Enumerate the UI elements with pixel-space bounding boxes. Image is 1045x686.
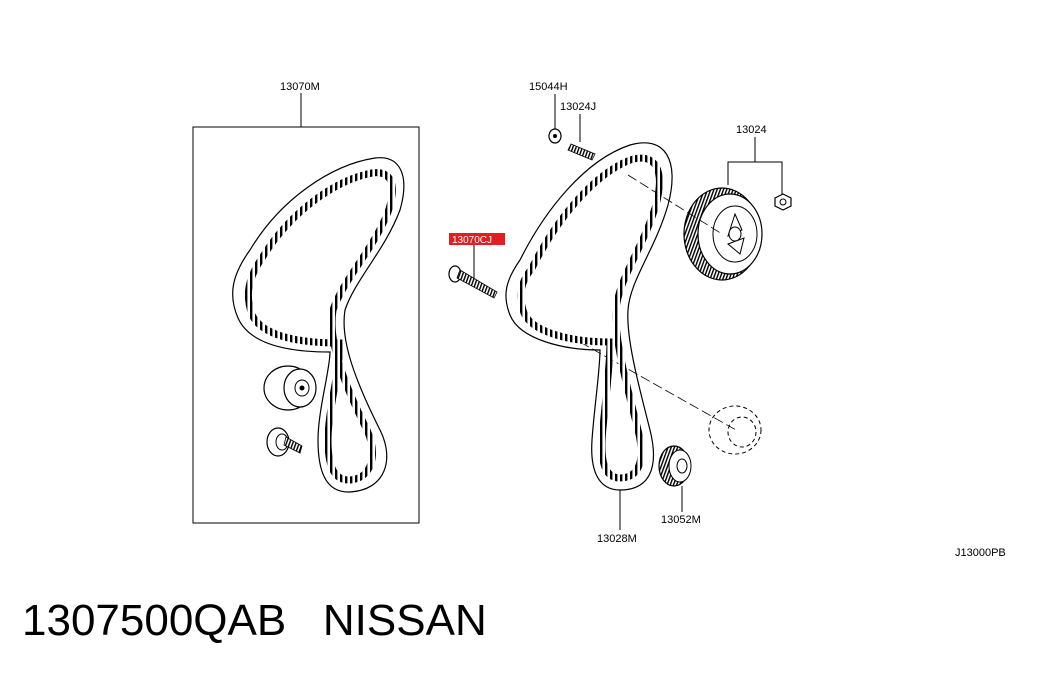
highlight-box[interactable]	[449, 233, 505, 245]
highlight-label[interactable]: 13070CJ	[452, 235, 492, 246]
part-number: 1307500QAB	[22, 596, 287, 645]
top-bolt	[548, 128, 562, 144]
caption-gap	[286, 596, 323, 645]
bolt-top-label: 15044H	[529, 81, 568, 93]
brand-name: NISSAN	[322, 596, 487, 645]
stud	[567, 143, 596, 161]
installed-timing-belt	[505, 142, 673, 491]
kit-timing-belt	[232, 157, 405, 493]
stud-label: 13024J	[560, 101, 596, 113]
reference-code: J13000PB	[955, 547, 1006, 559]
kit-bolt	[266, 427, 303, 457]
sprocket-nut	[774, 193, 792, 211]
kit-box-group: 13070M	[192, 81, 420, 524]
highlight-part-group[interactable]: 13070CJ	[448, 233, 505, 299]
sprocket-label: 13024	[736, 124, 767, 136]
crank-label: 13052M	[661, 514, 701, 526]
camshaft-sprocket	[683, 187, 763, 281]
sprocket-leader	[727, 161, 783, 195]
center-line-upper	[627, 174, 723, 235]
caption: 1307500QAB NISSAN	[22, 596, 487, 646]
crank-pulley-ghost	[708, 405, 762, 455]
kit-label: 13070M	[280, 81, 320, 93]
crank-sprocket	[658, 445, 692, 487]
belt-label: 13028M	[597, 533, 637, 545]
kit-box-frame	[192, 126, 420, 524]
tensioner-bolt	[448, 265, 498, 299]
kit-idler-pulley	[263, 365, 317, 411]
assembly-group: 15044H 13024J 13024	[505, 81, 792, 545]
